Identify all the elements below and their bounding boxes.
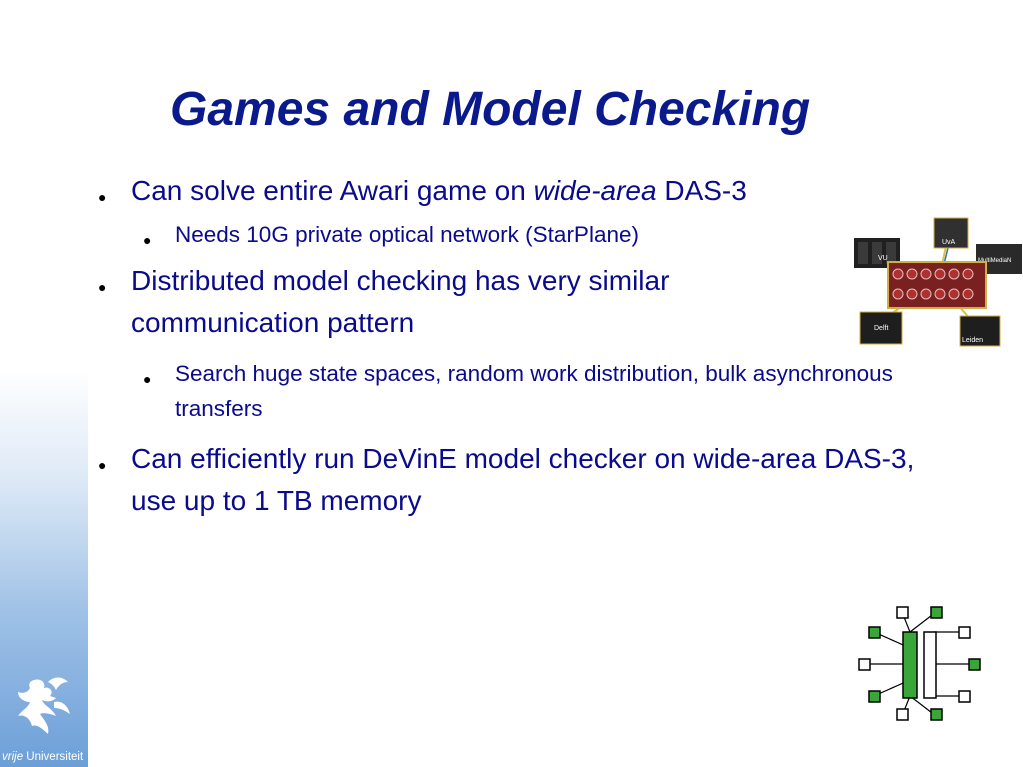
bullet-model-checking: ●Distributed model checking has very sim… <box>98 265 670 338</box>
bullet-dot-icon: ● <box>143 371 152 387</box>
bullet-list: ●Can solve entire Awari game on wide-are… <box>96 170 976 522</box>
vu-griffin-logo-icon <box>18 677 70 734</box>
bullet-awari: ●Can solve entire Awari game on wide-are… <box>98 175 747 206</box>
bullet-dot-icon: ● <box>98 189 107 205</box>
bullet-dot-icon: ● <box>143 232 152 248</box>
sub-bullet-state-spaces: ●Search huge state spaces, random work d… <box>143 361 893 421</box>
network-topology-icon <box>858 606 981 721</box>
vu-wordmark: vrije Universiteit <box>2 751 84 763</box>
das-site-leiden: Leiden <box>962 337 983 344</box>
das-site-multimedian: MultiMediaN <box>978 258 1011 264</box>
das3-network-image: VU UvA MultiMediaN Delft Leiden <box>854 217 1022 347</box>
sub-bullet-network: ●Needs 10G private optical network (Star… <box>143 222 639 248</box>
left-decorative-band <box>0 0 88 767</box>
das-site-vu: VU <box>878 255 888 262</box>
bullet-dot-icon: ● <box>98 457 107 473</box>
slide-title: Games and Model Checking <box>170 83 811 136</box>
das-site-delft: Delft <box>874 325 888 332</box>
bullet-dot-icon: ● <box>98 279 107 295</box>
das-site-uva: UvA <box>942 239 956 246</box>
bullet-devine: ●Can efficiently run DeVinE model checke… <box>98 443 915 516</box>
